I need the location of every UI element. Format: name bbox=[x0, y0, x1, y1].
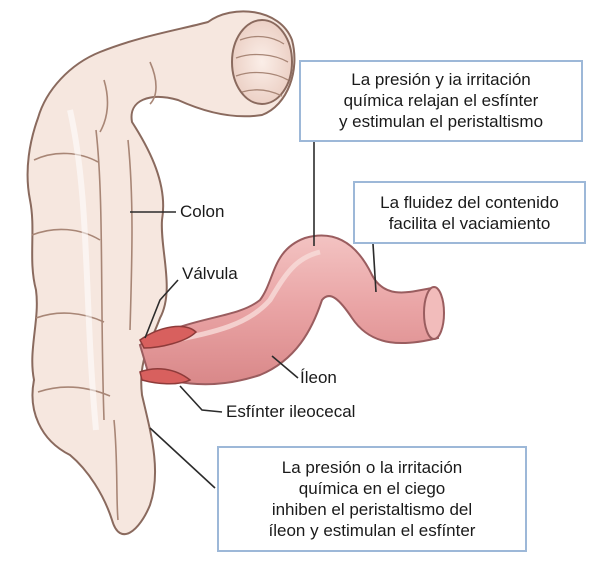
ileum-body bbox=[140, 236, 438, 385]
valve-label: Válvula bbox=[182, 264, 238, 284]
colon-lumen bbox=[232, 20, 292, 104]
callout-pressure-inhibit-line: inhiben el peristaltismo del bbox=[219, 499, 525, 520]
callout-fluidity-line: La fluidez del contenido bbox=[355, 192, 584, 213]
callout-pressure-inhibit-line: La presión o la irritación bbox=[219, 457, 525, 478]
callout-pressure-relax-line: química relajan el esfínter bbox=[301, 90, 581, 111]
callout-fluidity-line: facilita el vaciamiento bbox=[355, 213, 584, 234]
callout-pressure-inhibit-line: íleon y estimulan el esfínter bbox=[219, 520, 525, 541]
leader-sphincter bbox=[180, 386, 222, 412]
colon-label: Colon bbox=[180, 202, 224, 222]
ileum-label: Íleon bbox=[300, 368, 337, 388]
leader-pressure-inhibit bbox=[150, 428, 215, 488]
callout-pressure-relax-line: La presión y ia irritación bbox=[301, 69, 581, 90]
callout-pressure-inhibit-line: química en el ciego bbox=[219, 478, 525, 499]
callout-fluidity: La fluidez del contenido facilita el vac… bbox=[353, 181, 586, 244]
callout-pressure-inhibit: La presión o la irritación química en el… bbox=[217, 446, 527, 552]
ileum bbox=[140, 236, 444, 385]
callout-pressure-relax-line: y estimulan el peristaltismo bbox=[301, 111, 581, 132]
ileum-end bbox=[424, 287, 444, 339]
sphincter-label: Esfínter ileocecal bbox=[226, 402, 355, 422]
callout-pressure-relax: La presión y ia irritación química relaj… bbox=[299, 60, 583, 142]
